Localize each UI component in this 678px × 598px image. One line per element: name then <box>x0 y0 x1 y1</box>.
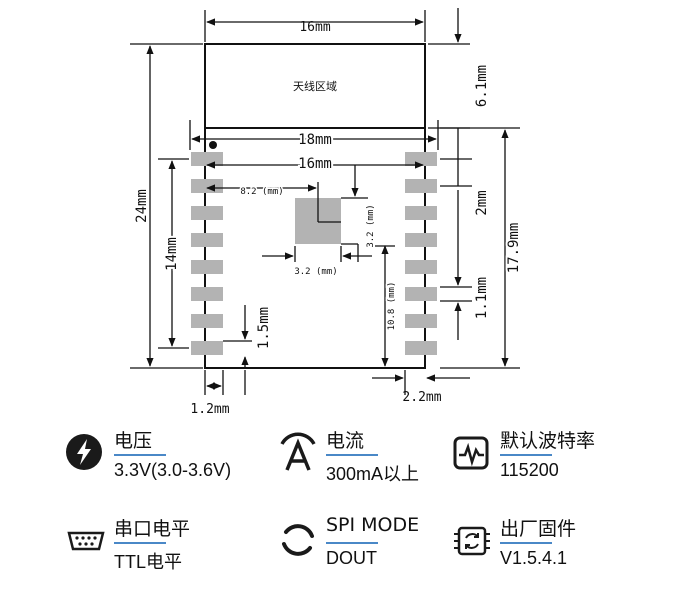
antenna-label: 天线区域 <box>293 79 337 93</box>
spec-label: 电压 <box>114 430 153 452</box>
dim-body-height: 17.9mm <box>506 223 522 274</box>
pad <box>191 287 223 301</box>
lightning-icon <box>66 434 102 470</box>
spec-value: V1.5.4.1 <box>500 548 568 568</box>
pad <box>405 233 437 247</box>
pad <box>191 341 223 355</box>
pad <box>405 206 437 220</box>
pad <box>405 341 437 355</box>
spec-rule <box>326 542 378 544</box>
pad <box>191 152 223 166</box>
dim-pad-height: 1.1mm <box>474 277 490 319</box>
dim-inner-width: 16mm <box>298 156 332 172</box>
pad <box>191 206 223 220</box>
ampere-icon <box>280 432 316 471</box>
pad <box>405 314 437 328</box>
dim-gnd-height: 3.2 (mm) <box>366 204 376 247</box>
dim-center-y: 10.8 (mm) <box>387 282 397 331</box>
spec-label: 串口电平 <box>114 518 191 540</box>
pad <box>405 179 437 193</box>
spi-mode-icon <box>282 524 314 556</box>
dim-pad-span: 14mm <box>164 237 180 271</box>
firmware-chip-icon <box>454 526 490 556</box>
pad <box>405 287 437 301</box>
spec-value: TTL电平 <box>114 552 183 572</box>
dim-center-x: 8.2 (mm) <box>240 187 283 197</box>
pad <box>191 233 223 247</box>
spec-value: 115200 <box>500 460 559 480</box>
spec-label: SPI MODE <box>326 514 420 536</box>
spec-value: 300mA以上 <box>326 464 420 484</box>
spec-label: 默认波特率 <box>500 430 596 452</box>
pad <box>191 179 223 193</box>
spec-label: 电流 <box>326 430 365 452</box>
pad <box>191 260 223 274</box>
pad <box>405 260 437 274</box>
pad <box>405 152 437 166</box>
left-pads <box>191 152 223 355</box>
dim-pad-pitch: 2mm <box>474 190 490 215</box>
dim-body-width: 18mm <box>298 132 332 148</box>
pin1-marker <box>209 141 217 149</box>
dim-total-height: 24mm <box>134 189 150 223</box>
spec-rule <box>500 542 552 544</box>
spec-label: 出厂固件 <box>500 518 577 540</box>
module-body <box>204 127 426 369</box>
dim-pad-inset: 2.2mm <box>402 390 441 405</box>
spec-rule <box>500 454 552 456</box>
spec-value: 3.3V(3.0-3.6V) <box>114 460 232 480</box>
dim-antenna-height: 6.1mm <box>474 65 490 107</box>
serial-port-icon <box>67 531 105 551</box>
dim-top-width: 16mm <box>299 20 330 35</box>
dim-gnd-width: 3.2 (mm) <box>294 267 337 277</box>
spec-rule <box>114 542 166 544</box>
waveform-icon <box>453 436 489 470</box>
spec-rule <box>114 454 166 456</box>
right-pads <box>405 152 437 355</box>
pad <box>191 314 223 328</box>
dim-pad-width: 1.2mm <box>190 402 229 417</box>
dim-pad-offset: 1.5mm <box>256 307 272 349</box>
spec-value: DOUT <box>326 548 377 568</box>
spec-rule <box>326 454 378 456</box>
module-dimension-diagram: 天线区域 <box>130 8 524 417</box>
